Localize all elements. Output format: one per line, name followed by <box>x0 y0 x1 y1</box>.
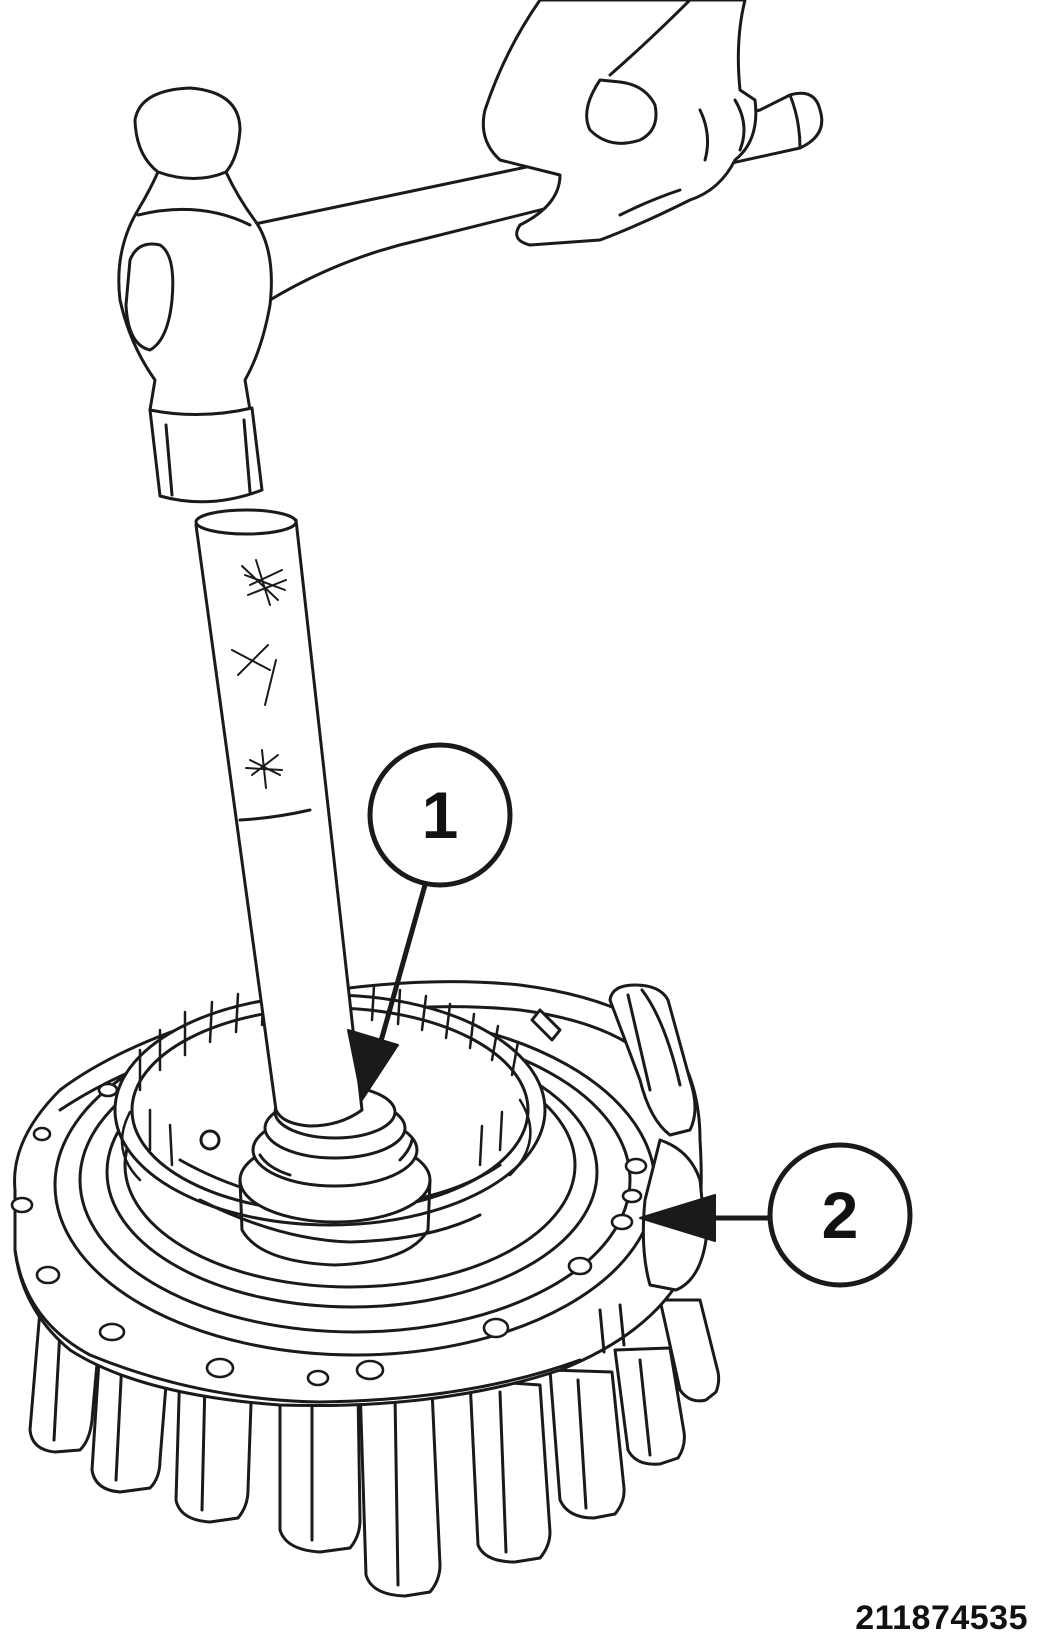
driver-tool-icon <box>194 508 364 1128</box>
figure-id: 211874535 <box>855 1599 1028 1637</box>
callout-1: 1 <box>347 742 513 1101</box>
seal-icon <box>238 1084 432 1267</box>
arrow-icon <box>639 1194 716 1242</box>
arrow-icon <box>347 1029 399 1101</box>
callout-1-label: 1 <box>422 778 459 852</box>
hand-icon <box>481 0 758 247</box>
callout-2: 2 <box>639 1142 913 1288</box>
callout-2-label: 2 <box>822 1178 859 1252</box>
